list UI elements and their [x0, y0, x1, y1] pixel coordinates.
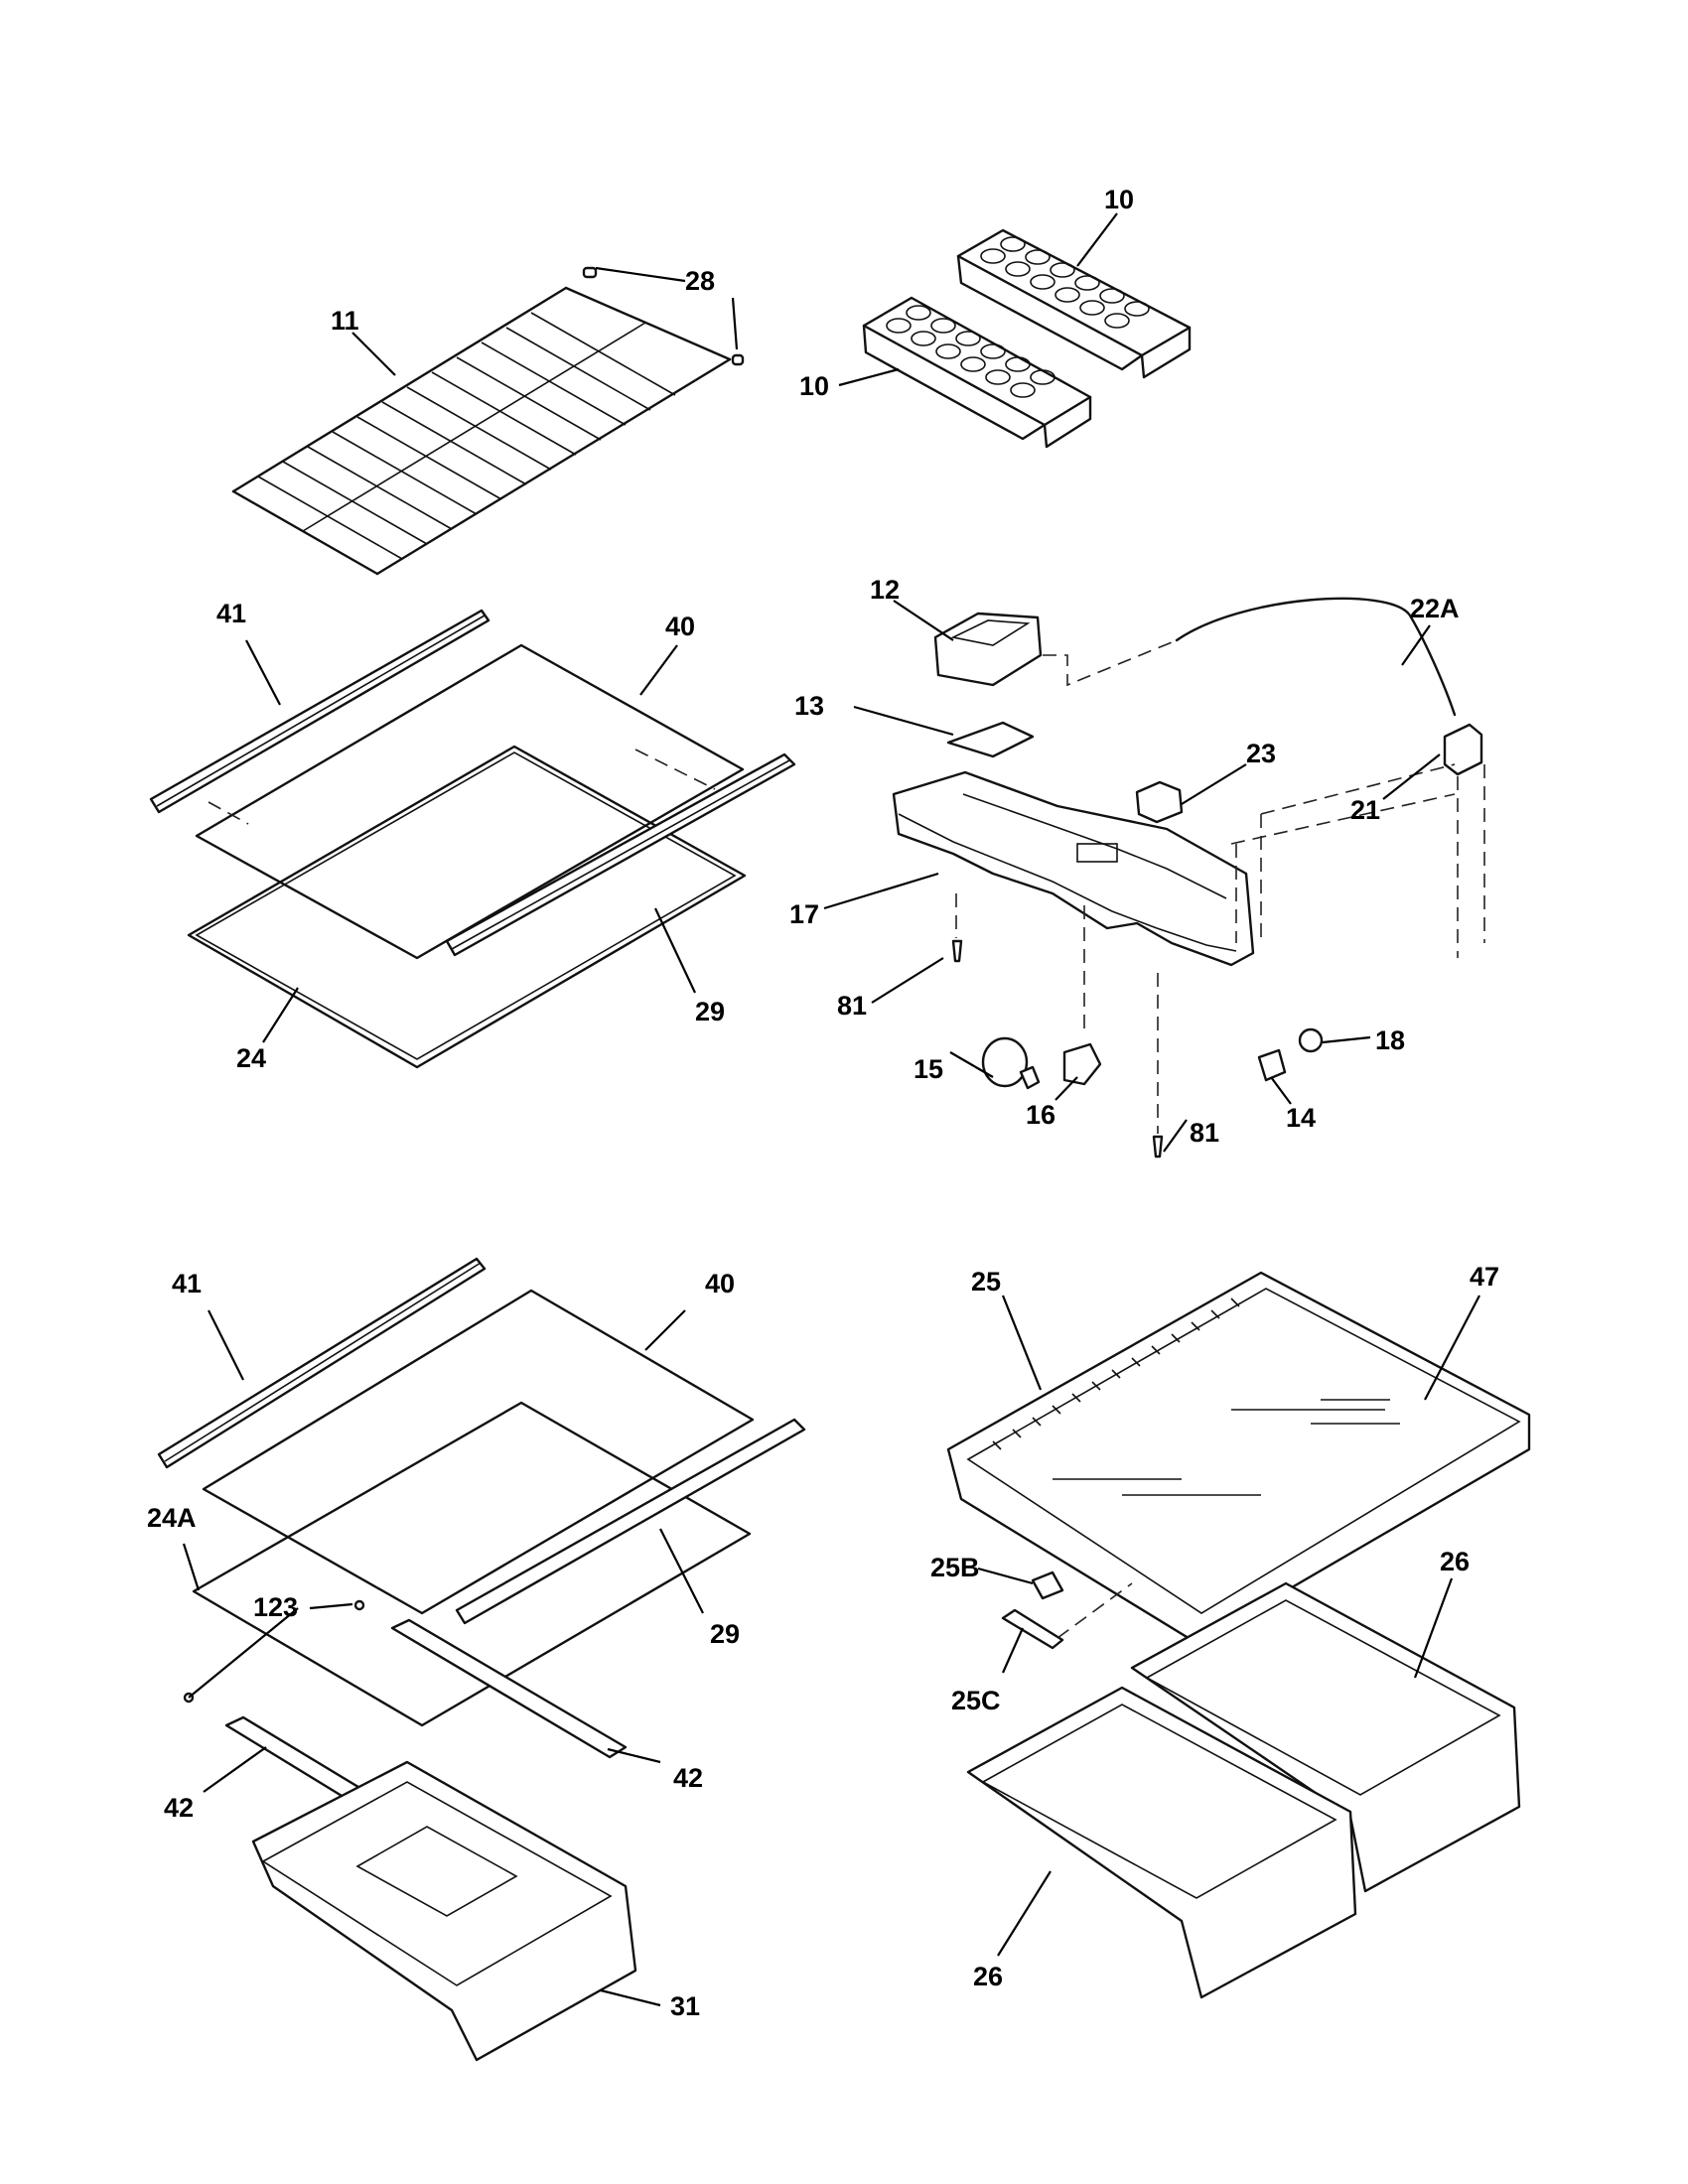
callout-24A: 24A: [147, 1503, 197, 1533]
crisper-cover-25: [946, 1271, 1531, 1645]
cover-assembly-line: [1056, 1582, 1133, 1639]
deflector-13: [946, 721, 1035, 758]
callout-13: 13: [794, 691, 824, 721]
callout-25B: 25B: [930, 1553, 980, 1582]
housing-17: [892, 770, 1255, 967]
callout-81: 81: [1190, 1118, 1219, 1148]
harness-route-line: [1230, 763, 1485, 958]
callout-16: 16: [1026, 1100, 1055, 1130]
callout-42: 42: [673, 1763, 703, 1793]
cover-bracket-25C: [1001, 1608, 1064, 1650]
callout-29: 29: [695, 997, 725, 1026]
ice-tray-upper: [956, 228, 1192, 379]
screw-81b: [1152, 1135, 1164, 1159]
leader-lines: [182, 212, 1480, 2007]
callout-24: 24: [236, 1043, 266, 1073]
callout-47: 47: [1470, 1262, 1499, 1292]
callout-40: 40: [705, 1269, 735, 1298]
wire-shelf: [231, 266, 745, 576]
shelf-trim-rear-41b: [157, 1257, 487, 1469]
ice-bin-12: [933, 612, 1043, 687]
timer-23: [1135, 780, 1184, 824]
callout-29: 29: [710, 1619, 740, 1649]
callout-10: 10: [799, 371, 829, 401]
callout-17: 17: [789, 899, 819, 929]
glass-shelf-40: [195, 643, 745, 960]
shelf-trim-front-29: [445, 752, 796, 957]
slide-rail-42a: [390, 1618, 628, 1759]
shelf-frame-24: [187, 745, 747, 1069]
callout-42: 42: [164, 1793, 194, 1823]
crisper-pan-31: [251, 1760, 637, 2062]
assembly-line: [208, 749, 716, 825]
glass-shelf-40b: [202, 1289, 755, 1615]
callout-21: 21: [1350, 795, 1380, 825]
callout-25: 25: [971, 1267, 1001, 1297]
shelf-frame-24A: [192, 1401, 752, 1727]
callout-12: 12: [870, 575, 900, 605]
connector-21: [1443, 723, 1483, 776]
callout-18: 18: [1375, 1025, 1405, 1055]
callout-41: 41: [216, 599, 246, 628]
callout-11: 11: [331, 306, 359, 336]
callout-28: 28: [685, 266, 715, 296]
callout-40: 40: [665, 612, 695, 641]
callout-22A: 22A: [1410, 594, 1460, 623]
ice-tray-lower: [862, 296, 1092, 449]
switch-14: [1257, 1048, 1287, 1082]
callout-14: 14: [1286, 1103, 1316, 1133]
callout-15: 15: [914, 1054, 943, 1084]
callout-25C: 25C: [951, 1686, 1001, 1715]
callout-26: 26: [973, 1962, 1003, 1991]
screw-81a: [951, 939, 963, 963]
callout-23: 23: [1246, 739, 1276, 768]
knob-18: [1298, 1027, 1324, 1053]
callout-10: 10: [1104, 185, 1134, 214]
callout-26: 26: [1440, 1547, 1470, 1576]
shelf-trim-rear-41: [149, 609, 491, 814]
socket-16: [1062, 1042, 1102, 1086]
callout-41: 41: [172, 1269, 202, 1298]
wire-harness-22A: [1043, 597, 1457, 717]
callout-123: 123: [253, 1592, 298, 1622]
crisper-pan-26-left: [966, 1686, 1357, 1999]
callout-31: 31: [670, 1991, 700, 2021]
callout-labels: 10 10 11 28 41 40 29 24 12 13 22A 23 21 …: [147, 185, 1499, 2021]
callout-81: 81: [837, 991, 867, 1021]
shelf-trim-front-29b: [455, 1418, 806, 1625]
cover-clip-25B: [1031, 1570, 1064, 1600]
bulb-15: [981, 1036, 1041, 1090]
screw-axis-line: [955, 893, 1159, 1134]
